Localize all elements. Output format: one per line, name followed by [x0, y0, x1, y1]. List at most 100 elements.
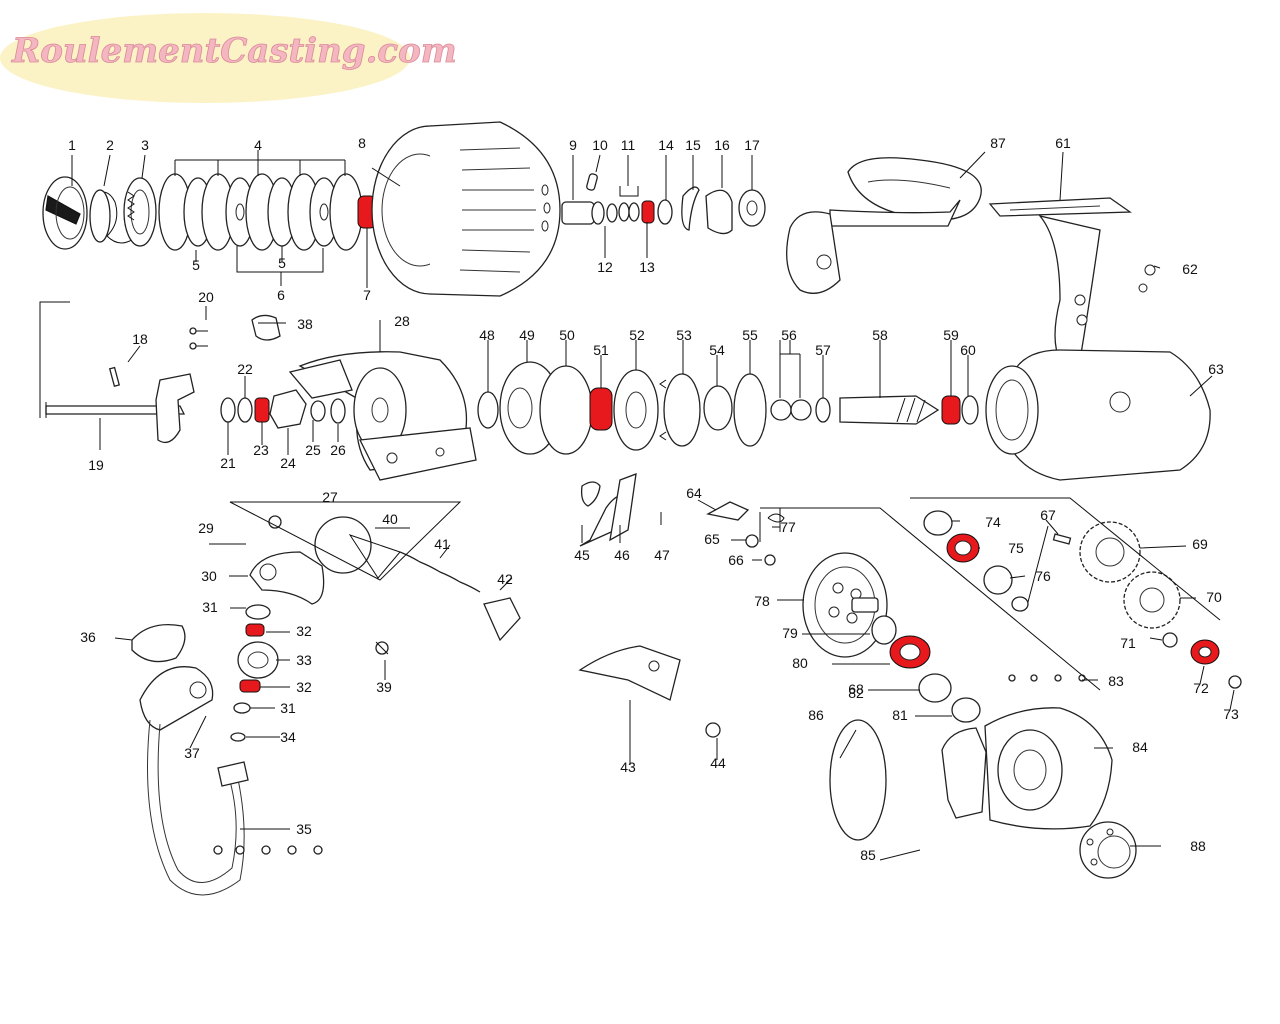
part-label-5: 5: [192, 257, 200, 273]
part-label-2: 2: [106, 137, 114, 153]
part-label-21: 21: [220, 455, 236, 471]
part-label-11: 11: [621, 137, 636, 153]
part-23-bearing: [254, 397, 270, 423]
part-label-76: 76: [1035, 568, 1051, 584]
part-label-82: 82: [848, 685, 864, 701]
part-label-13: 13: [639, 259, 655, 275]
part-84-screws: [213, 845, 323, 855]
part-label-77: 77: [780, 519, 796, 535]
part-label-59: 59: [943, 327, 959, 343]
part-label-43: 43: [620, 759, 636, 775]
part-8-spool: [371, 121, 561, 297]
part-label-27: 27: [322, 489, 338, 505]
part-label-25: 25: [305, 442, 321, 458]
part-label-60: 60: [960, 342, 976, 358]
part-label-9: 9: [569, 137, 577, 153]
part-label-69: 69: [1192, 536, 1208, 552]
part-label-57: 57: [815, 342, 831, 358]
part-label-5: 5: [278, 255, 286, 271]
part-label-85: 85: [860, 847, 876, 863]
part-label-41: 41: [434, 536, 450, 552]
part-label-75: 75: [1008, 540, 1024, 556]
part-13-bearing: [641, 200, 655, 224]
watermark-text: RoulementCasting.com: [11, 31, 457, 71]
part-label-1: 1: [68, 137, 76, 153]
part-label-32: 32: [296, 679, 312, 695]
rotor-assembly: [45, 314, 979, 481]
part-label-74: 74: [985, 514, 1001, 530]
part-label-73: 73: [1223, 706, 1239, 722]
part-label-31: 31: [202, 599, 218, 615]
part-label-37: 37: [184, 745, 200, 761]
part-label-64: 64: [686, 485, 702, 501]
part-label-50: 50: [559, 327, 575, 343]
part-label-72: 72: [1193, 680, 1209, 696]
part-label-87: 87: [990, 135, 1006, 151]
part-label-10: 10: [592, 137, 608, 153]
part-label-86: 86: [808, 707, 824, 723]
part-label-42: 42: [497, 571, 513, 587]
part-label-55: 55: [742, 327, 758, 343]
part-label-15: 15: [685, 137, 701, 153]
part-label-80: 80: [792, 655, 808, 671]
part-label-63: 63: [1208, 361, 1224, 377]
part-label-29: 29: [198, 520, 214, 536]
part-label-33: 33: [296, 652, 312, 668]
part-label-51: 51: [593, 342, 609, 358]
part-label-40: 40: [382, 511, 398, 527]
part-label-78: 78: [754, 593, 770, 609]
part-label-54: 54: [709, 342, 725, 358]
part-label-46: 46: [614, 547, 630, 563]
part-label-39: 39: [376, 679, 392, 695]
part-label-70: 70: [1206, 589, 1222, 605]
part-label-4: 4: [254, 137, 262, 153]
part-label-26: 26: [330, 442, 346, 458]
part-label-32: 32: [296, 623, 312, 639]
part-label-28: 28: [394, 313, 410, 329]
part-label-52: 52: [629, 327, 645, 343]
part-label-22: 22: [237, 361, 253, 377]
part-label-61: 61: [1055, 135, 1071, 151]
watermark-logo: RoulementCasting.com: [0, 13, 457, 103]
bail-assembly: [131, 515, 521, 896]
part-label-84: 84: [1132, 739, 1148, 755]
part-label-45: 45: [574, 547, 590, 563]
part-label-56: 56: [781, 327, 797, 343]
part-label-53: 53: [676, 327, 692, 343]
part-label-20: 20: [198, 289, 214, 305]
part-label-30: 30: [201, 568, 217, 584]
part-label-66: 66: [728, 552, 744, 568]
part-label-14: 14: [658, 137, 674, 153]
part-label-3: 3: [141, 137, 149, 153]
part-32-bearing-a: [245, 623, 265, 637]
part-label-48: 48: [479, 327, 495, 343]
part-label-58: 58: [872, 327, 888, 343]
part-label-12: 12: [597, 259, 613, 275]
part-label-23: 23: [253, 442, 269, 458]
part-56-gears: [770, 399, 812, 421]
part-label-65: 65: [704, 531, 720, 547]
part-label-16: 16: [714, 137, 730, 153]
part-label-47: 47: [654, 547, 670, 563]
part-label-17: 17: [744, 137, 760, 153]
part-label-44: 44: [710, 755, 726, 771]
part-label-67: 67: [1040, 507, 1056, 523]
part-label-79: 79: [782, 625, 798, 641]
part-label-71: 71: [1120, 635, 1136, 651]
bail-arm: [578, 473, 721, 738]
part-label-83: 83: [1108, 673, 1124, 689]
part-51-bearing: [589, 387, 613, 431]
body-and-handle: [786, 157, 1211, 481]
drag-washer-stack: [158, 173, 363, 251]
part-label-35: 35: [296, 821, 312, 837]
part-label-6: 6: [277, 287, 285, 303]
part-label-81: 81: [892, 707, 908, 723]
part-label-62: 62: [1182, 261, 1198, 277]
part-label-24: 24: [280, 455, 296, 471]
part-label-31: 31: [280, 700, 296, 716]
part-label-7: 7: [363, 287, 371, 303]
part-1-drag-knob: [42, 176, 88, 250]
part-label-38: 38: [297, 316, 313, 332]
